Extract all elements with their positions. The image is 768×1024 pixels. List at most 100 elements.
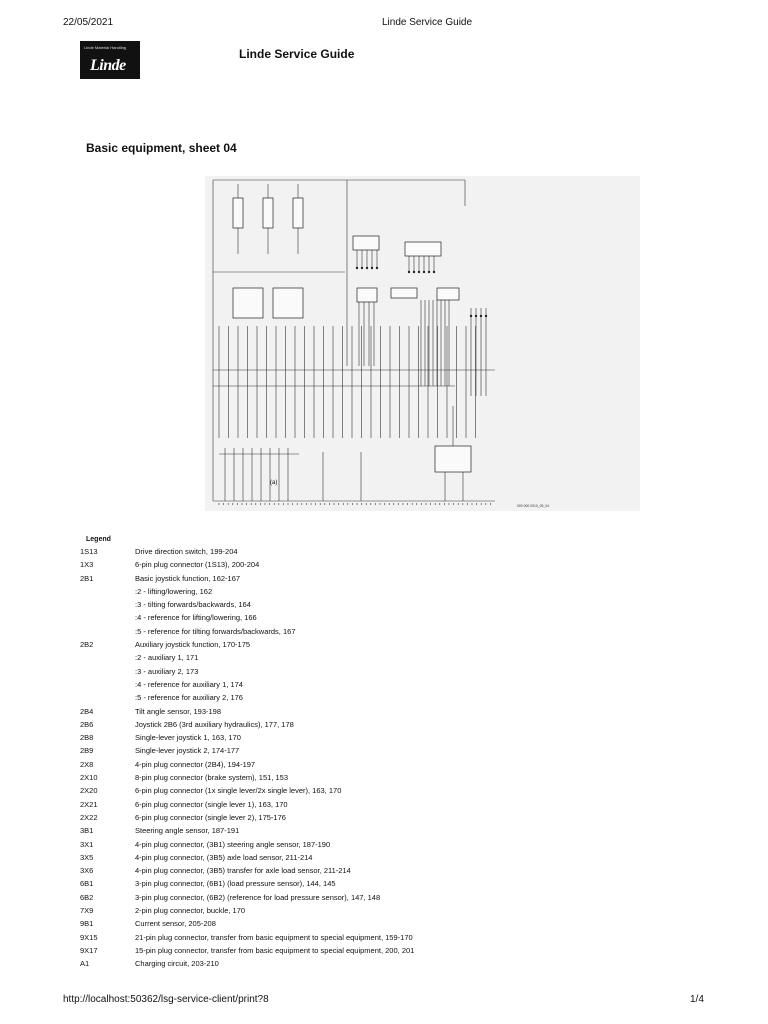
legend-description: :3 - tilting forwards/backwards, 164 [135, 600, 251, 610]
legend-row: 3B1 Steering angle sensor, 187-191 [80, 824, 720, 837]
print-header-title: Linde Service Guide [382, 17, 473, 28]
legend-description: 4-pin plug connector, (3B5) transfer for… [135, 866, 351, 876]
legend-code: 1X3 [80, 560, 94, 570]
legend-code: 1S13 [80, 547, 98, 556]
legend-description: Charging circuit, 203-210 [135, 959, 219, 969]
legend-row: 2B2 Auxiliary joystick function, 170-175 [80, 638, 720, 651]
brand-title: Linde Service Guide [239, 47, 355, 61]
legend-code: A1 [80, 959, 90, 969]
legend-row: 2X20 6-pin plug connector (1x single leve… [80, 784, 720, 797]
legend-code: 2B8 [80, 733, 94, 743]
legend-code: 2B1 [80, 573, 94, 583]
legend-description: :3 - auxiliary 2, 173 [135, 666, 199, 676]
legend-row: 3X1 4-pin plug connector, (3B1) steering … [80, 838, 720, 851]
legend-description: :5 - reference for tilting forwards/back… [135, 626, 296, 636]
legend-code: 9X17 [80, 945, 98, 955]
legend-description: Auxiliary joystick function, 170-175 [135, 640, 251, 650]
wiring-diagram: (a) 000 000 0010_05_04 [205, 176, 640, 511]
legend-row: :3 - tilting forwards/backwards, 164 [80, 598, 720, 611]
legend-row: 6B2 3-pin plug connector, (6B2) (referenc… [80, 891, 720, 904]
legend-description: 15-pin plug connector, transfer from bas… [135, 945, 415, 955]
drawing-number: 000 000 0010_05_04 [517, 504, 549, 508]
legend-row: 2B1 Basic joystick function, 162-167 [80, 572, 720, 585]
legend-row: 2B6 Joystick 2B6 (3rd auxiliary hydraulic… [80, 718, 720, 731]
logo-wordmark: Linde [90, 57, 126, 74]
legend-row: 9X15 21-pin plug connector, transfer from… [80, 931, 720, 944]
legend-description: :4 - reference for auxiliary 1, 174 [135, 679, 243, 689]
legend-description: 6-pin plug connector (1S13), 200-204 [135, 560, 260, 570]
legend-description: Current sensor, 205-208 [135, 919, 216, 929]
legend-row: 6B1 3-pin plug connector, (6B1) (load pre… [80, 877, 720, 890]
legend-row: 2B9 Single-lever joystick 2, 174-177 [80, 744, 720, 757]
legend-code: 2X8 [80, 759, 94, 769]
page-number: 1/4 [690, 994, 704, 1005]
legend-heading: Legend [86, 536, 111, 543]
legend-row: 2X10 8-pin plug connector (brake system),… [80, 771, 720, 784]
legend-description: 6-pin plug connector (single lever 2), 1… [135, 812, 286, 822]
legend-code: 2B2 [80, 640, 94, 650]
legend-row: 1X3 6-pin plug connector (1S13), 200-204 [80, 558, 720, 571]
legend-description: 8-pin plug connector (brake system), 151… [135, 773, 288, 783]
print-date: 22/05/2021 [63, 17, 114, 28]
legend-row: 7X9 2-pin plug connector, buckle, 170 [80, 904, 720, 917]
legend-row: :2 - lifting/lowering, 162 [80, 585, 720, 598]
legend-description: 4-pin plug connector, (3B1) steering ang… [135, 839, 331, 849]
legend-list: 1S13 Drive direction switch, 199-204 1X3 6-… [80, 545, 720, 971]
legend-description: Steering angle sensor, 187-191 [135, 826, 240, 836]
legend-row: A1 Charging circuit, 203-210 [80, 957, 720, 970]
legend-row: 9X17 15-pin plug connector, transfer from… [80, 944, 720, 957]
legend-code: 3X5 [80, 852, 94, 862]
legend-row: 2X8 4-pin plug connector (2B4), 194-197 [80, 758, 720, 771]
legend-code: 2X22 [80, 812, 98, 822]
legend-code: 6B1 [80, 879, 94, 889]
legend-code: 3X1 [80, 839, 94, 849]
legend-row: :5 - reference for tilting forwards/back… [80, 625, 720, 638]
legend-description: Single-lever joystick 2, 174-177 [135, 746, 240, 756]
logo-tagline: Linde Material Handling [84, 45, 127, 50]
print-url: http://localhost:50362/lsg-service-clien… [63, 994, 269, 1005]
legend-code: 2B4 [80, 706, 94, 716]
legend-description: :2 - auxiliary 1, 171 [135, 653, 199, 663]
legend-description: 3-pin plug connector, (6B1) (load pressu… [135, 879, 336, 889]
legend-description: Joystick 2B6 (3rd auxiliary hydraulics),… [135, 719, 294, 729]
legend-row: :5 - reference for auxiliary 2, 176 [80, 691, 720, 704]
legend-description: 21-pin plug connector, transfer from bas… [135, 932, 413, 942]
legend-description: Drive direction switch, 199-204 [135, 547, 238, 556]
legend-description: :5 - reference for auxiliary 2, 176 [135, 693, 243, 703]
legend-row: :3 - auxiliary 2, 173 [80, 665, 720, 678]
legend-row: 3X6 4-pin plug connector, (3B5) transfer … [80, 864, 720, 877]
legend-code: 9X15 [80, 932, 98, 942]
legend-description: 4-pin plug connector (2B4), 194-197 [135, 759, 256, 769]
legend-code: 2X20 [80, 786, 98, 796]
legend-description: :4 - reference for lifting/lowering, 166 [135, 613, 257, 623]
legend-row: :4 - reference for lifting/lowering, 166 [80, 611, 720, 624]
legend-code: 2B6 [80, 719, 94, 729]
sheet-title: Basic equipment, sheet 04 [86, 141, 237, 155]
legend-description: :2 - lifting/lowering, 162 [135, 586, 213, 596]
legend-code: 2X21 [80, 799, 98, 809]
legend-code: 2X10 [80, 773, 98, 783]
legend-row: 3X5 4-pin plug connector, (3B5) axle load… [80, 851, 720, 864]
legend-row: :4 - reference for auxiliary 1, 174 [80, 678, 720, 691]
legend-description: 6-pin plug connector (single lever 1), 1… [135, 799, 288, 809]
linde-logo: Linde Material Handling Linde [80, 41, 140, 79]
legend-row: :2 - auxiliary 1, 171 [80, 651, 720, 664]
legend-description: 3-pin plug connector, (6B2) (reference f… [135, 892, 381, 902]
legend-row: 9B1 Current sensor, 205-208 [80, 917, 720, 930]
legend-code: 6B2 [80, 892, 94, 902]
legend-description: 6-pin plug connector (1x single lever/2x… [135, 786, 342, 796]
legend-description: Tilt angle sensor, 193-198 [135, 706, 222, 716]
legend-description: 2-pin plug connector, buckle, 170 [135, 906, 246, 916]
legend-code: 7X9 [80, 906, 94, 916]
diagram-callout: (a) [270, 480, 277, 486]
legend-code: 2B9 [80, 746, 94, 756]
legend-code: 3B1 [80, 826, 94, 836]
legend-code: 3X6 [80, 866, 94, 876]
legend-code: 9B1 [80, 919, 94, 929]
legend-description: 4-pin plug connector, (3B5) axle load se… [135, 852, 313, 862]
legend-description: Basic joystick function, 162-167 [135, 573, 241, 583]
legend-row: 1S13 Drive direction switch, 199-204 [80, 545, 720, 558]
legend-row: 2X22 6-pin plug connector (single lever 2… [80, 811, 720, 824]
legend-row: 2X21 6-pin plug connector (single lever 1… [80, 798, 720, 811]
